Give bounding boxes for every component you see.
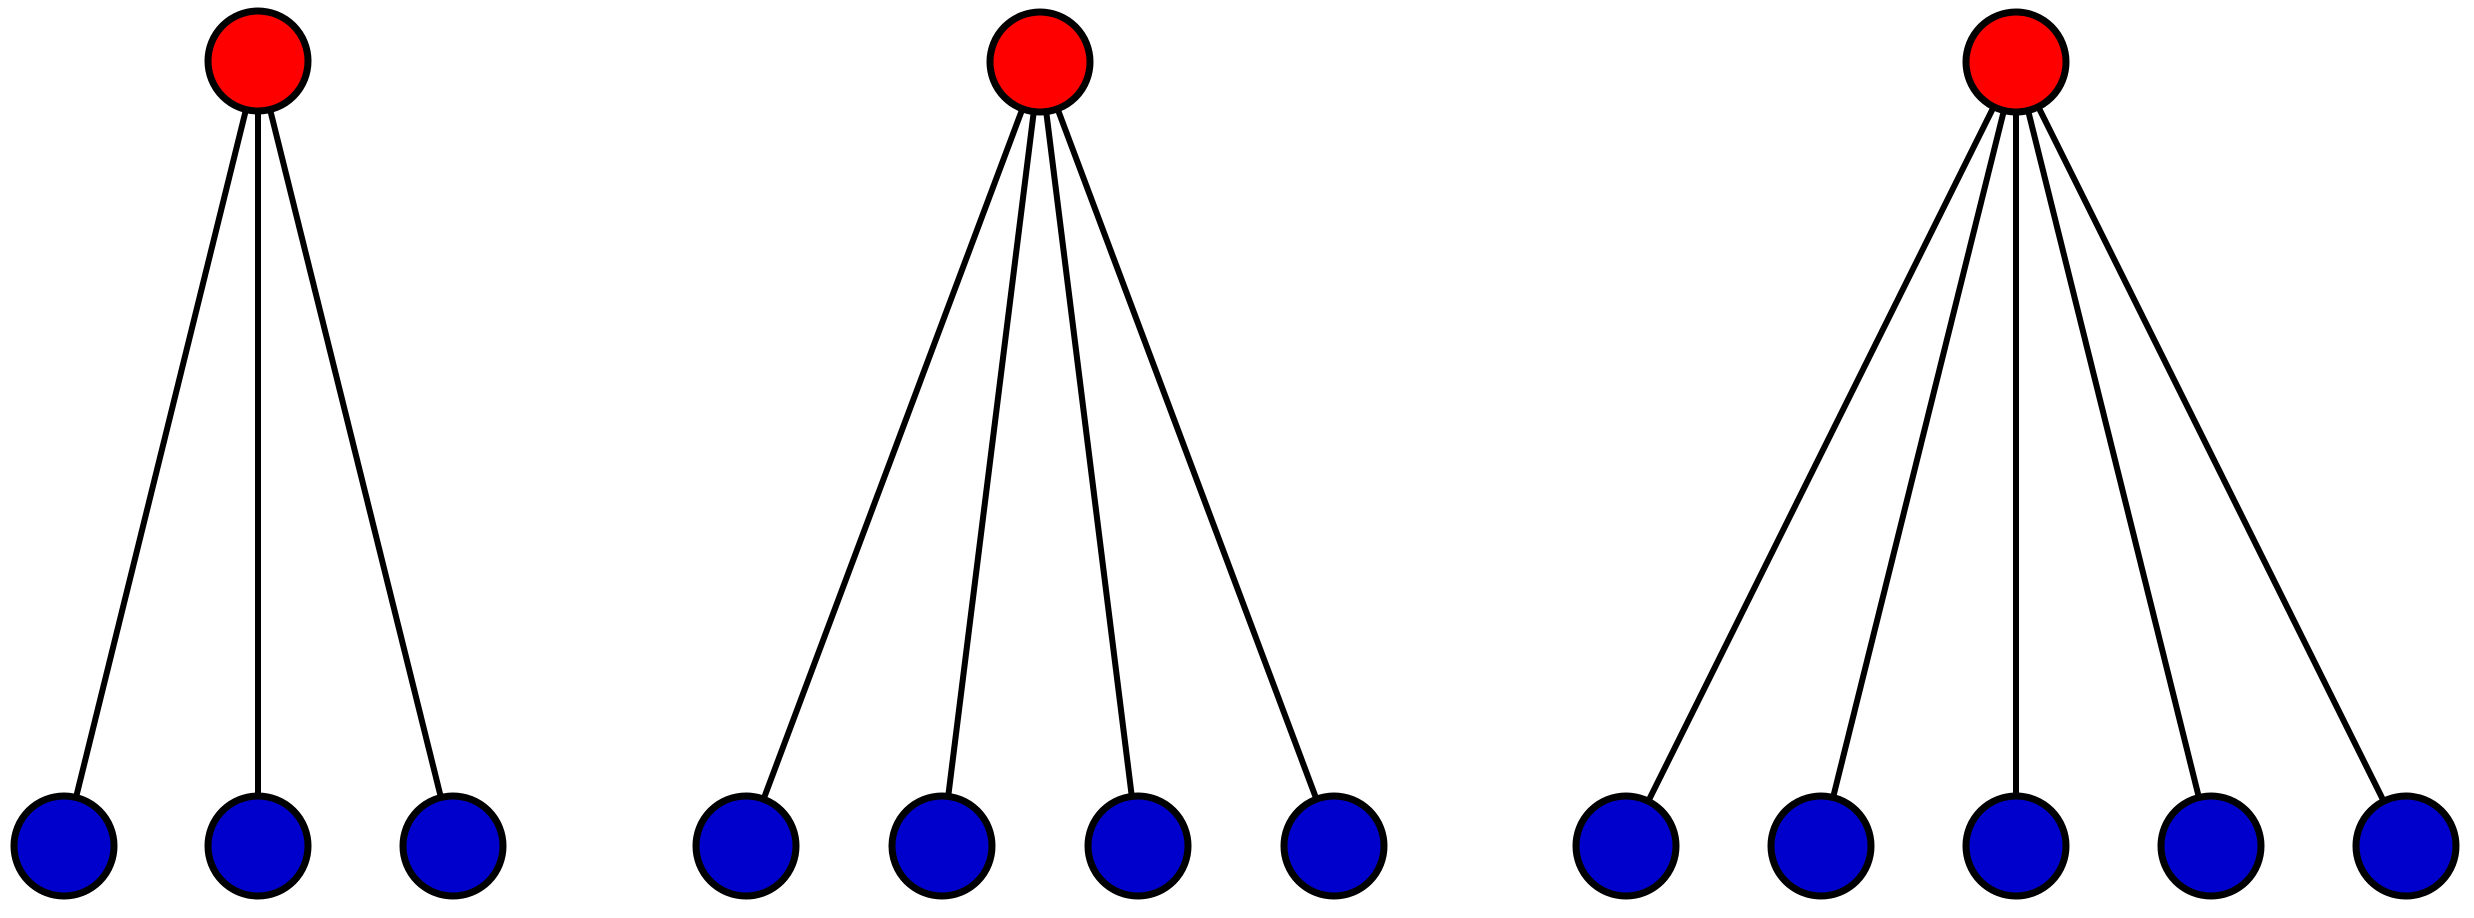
leaf-node-2-3[interactable] (1084, 792, 1192, 900)
graph-edge-1-1 (72, 106, 250, 801)
leaf-node-2-2[interactable] (888, 792, 996, 900)
center-node-3[interactable] (1962, 8, 2070, 116)
leaf-node-3-3[interactable] (1962, 792, 2070, 900)
leaf-node-3-4[interactable] (2157, 792, 2265, 900)
leaf-node-1-1[interactable] (10, 792, 118, 900)
leaf-node-1-3[interactable] (399, 792, 507, 900)
center-node-1[interactable] (204, 7, 312, 115)
graph-edge-2-4 (1054, 105, 1320, 803)
edges-layer (72, 103, 2388, 805)
graph-edge-3-2 (1829, 107, 2008, 801)
graph-edge-2-1 (760, 105, 1026, 803)
leaf-node-3-2[interactable] (1767, 792, 1875, 900)
graph-edge-3-4 (2024, 107, 2203, 801)
nodes-layer (10, 7, 2460, 900)
center-node-2[interactable] (986, 8, 1094, 116)
graph-edge-1-3 (266, 106, 445, 801)
leaf-node-2-1[interactable] (692, 792, 800, 900)
leaf-node-3-5[interactable] (2352, 792, 2460, 900)
leaf-node-1-2[interactable] (204, 792, 312, 900)
graph-edge-3-1 (1644, 103, 1998, 805)
leaf-node-2-4[interactable] (1280, 792, 1388, 900)
leaf-node-3-1[interactable] (1572, 792, 1680, 900)
graph-edge-2-2 (944, 109, 1038, 799)
graph-edge-2-3 (1042, 109, 1136, 799)
graph-edge-3-5 (2034, 103, 2388, 805)
